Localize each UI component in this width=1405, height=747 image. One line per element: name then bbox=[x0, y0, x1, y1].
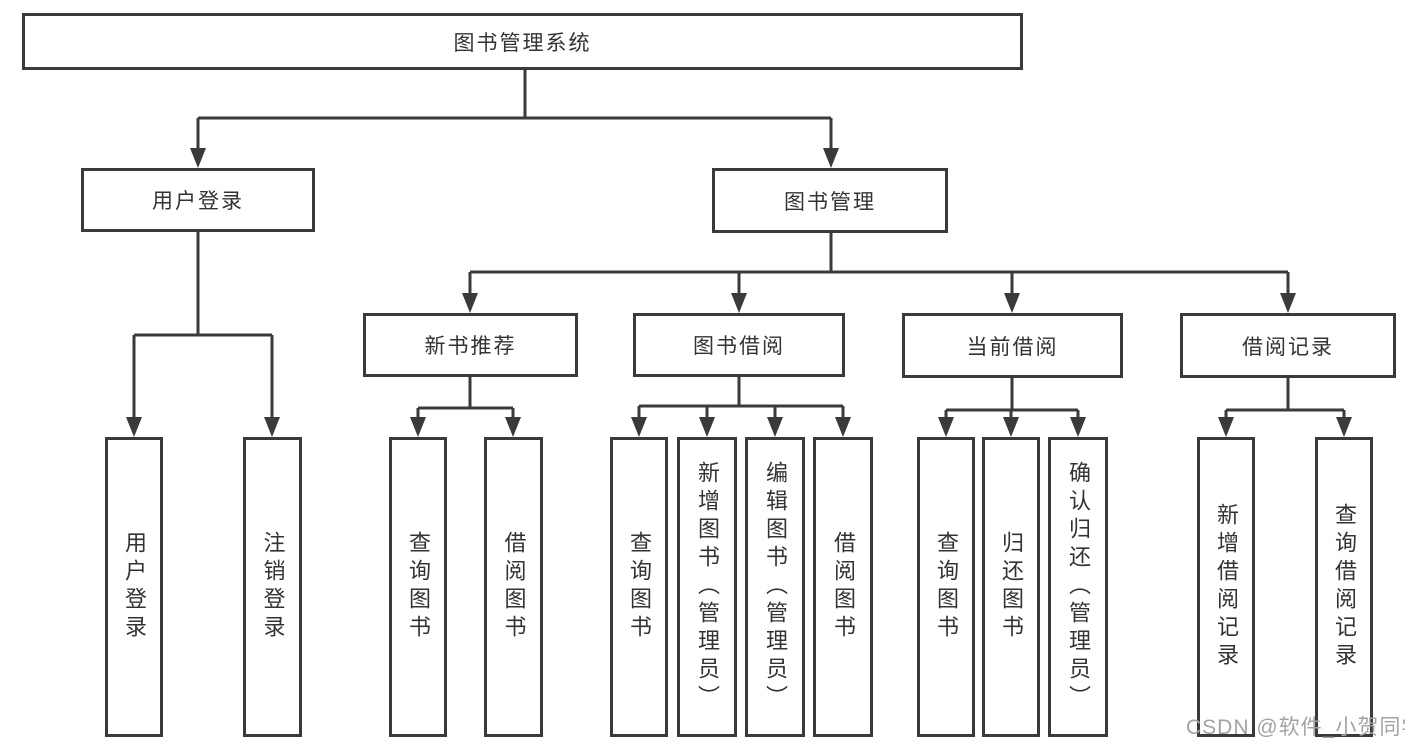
leaf-label: 新增借阅记录 bbox=[1214, 503, 1239, 671]
node-label: 新书推荐 bbox=[424, 335, 517, 358]
leaf-add-book-admin: 新增图书（管理员） bbox=[677, 437, 737, 737]
leaf-recommend-query-book: 查询图书 bbox=[389, 437, 447, 737]
node-user-login: 用户登录 bbox=[81, 168, 315, 232]
leaf-edit-book-admin: 编辑图书（管理员） bbox=[745, 437, 805, 737]
leaf-add-borrow-record: 新增借阅记录 bbox=[1197, 437, 1255, 737]
leaf-label: 用户登录 bbox=[122, 531, 147, 643]
leaf-confirm-return-admin: 确认归还（管理员） bbox=[1048, 437, 1108, 737]
node-label: 图书管理系统 bbox=[453, 31, 592, 55]
csdn-watermark: CSDN @软件_小贺同学 bbox=[1186, 716, 1405, 739]
node-book-borrow: 图书借阅 bbox=[633, 313, 845, 377]
leaf-label: 归还图书 bbox=[999, 531, 1024, 643]
leaf-label: 查询图书 bbox=[934, 531, 959, 643]
node-current-borrow: 当前借阅 bbox=[902, 313, 1123, 378]
leaf-label: 借阅图书 bbox=[831, 531, 856, 643]
node-label: 当前借阅 bbox=[966, 335, 1059, 359]
node-system-root: 图书管理系统 bbox=[22, 13, 1023, 70]
leaf-label: 编辑图书（管理员） bbox=[763, 461, 788, 713]
node-book-management: 图书管理 bbox=[712, 168, 948, 233]
leaf-recommend-borrow-book: 借阅图书 bbox=[484, 437, 543, 737]
leaf-label: 借阅图书 bbox=[501, 531, 527, 643]
leaf-label: 确认归还（管理员） bbox=[1066, 461, 1091, 713]
leaf-label: 查询借阅记录 bbox=[1332, 503, 1357, 671]
leaf-user-login: 用户登录 bbox=[105, 437, 163, 737]
node-new-book-recommend: 新书推荐 bbox=[363, 313, 578, 377]
node-label: 借阅记录 bbox=[1242, 335, 1334, 359]
node-label: 图书借阅 bbox=[693, 335, 785, 358]
leaf-label: 新增图书（管理员） bbox=[695, 461, 720, 713]
leaf-return-book: 归还图书 bbox=[982, 437, 1040, 737]
leaf-borrow-book: 借阅图书 bbox=[813, 437, 873, 737]
node-borrow-record: 借阅记录 bbox=[1180, 313, 1396, 378]
leaf-label: 注销登录 bbox=[260, 531, 286, 643]
leaf-logout: 注销登录 bbox=[243, 437, 302, 737]
leaf-query-borrow-record: 查询借阅记录 bbox=[1315, 437, 1373, 737]
leaf-label: 查询图书 bbox=[406, 531, 431, 643]
leaf-borrow-query-book: 查询图书 bbox=[610, 437, 668, 737]
leaf-label: 查询图书 bbox=[627, 531, 652, 643]
node-label: 用户登录 bbox=[152, 190, 244, 213]
leaf-current-query-book: 查询图书 bbox=[917, 437, 975, 737]
node-label: 图书管理 bbox=[784, 190, 876, 214]
